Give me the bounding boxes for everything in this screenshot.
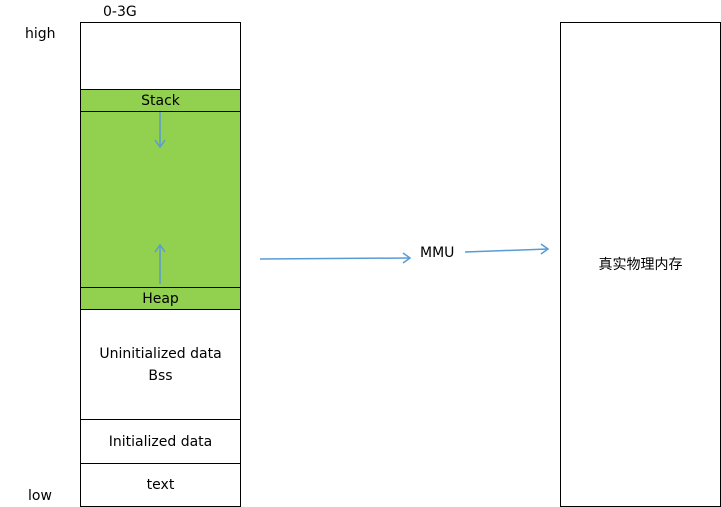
bss-label: Bss	[148, 367, 173, 384]
initialized-data-segment: Initialized data	[81, 419, 240, 463]
stack-segment: Stack	[81, 89, 240, 111]
uninitialized-data-label: Uninitialized data	[99, 345, 222, 362]
to-mmu-arrow	[259, 252, 412, 264]
text-label: text	[146, 477, 175, 493]
high-label: high	[25, 26, 56, 42]
mmu-label: MMU	[420, 245, 455, 261]
initialized-data-label: Initialized data	[108, 433, 213, 450]
text-segment: text	[81, 463, 240, 506]
heap-growth-arrow	[154, 243, 166, 284]
stack-label: Stack	[141, 92, 180, 109]
heap-segment: Heap	[81, 287, 240, 309]
physical-memory-label: 真实物理内存	[598, 256, 683, 273]
bss-segment: Uninitialized data Bss	[81, 309, 240, 419]
heap-label: Heap	[142, 290, 179, 307]
stack-growth-arrow	[154, 112, 166, 149]
to-physical-memory-arrow	[464, 243, 550, 255]
physical-memory-area: 真实物理内存	[561, 23, 720, 506]
low-label: low	[28, 488, 52, 504]
range-label: 0-3G	[103, 4, 137, 20]
